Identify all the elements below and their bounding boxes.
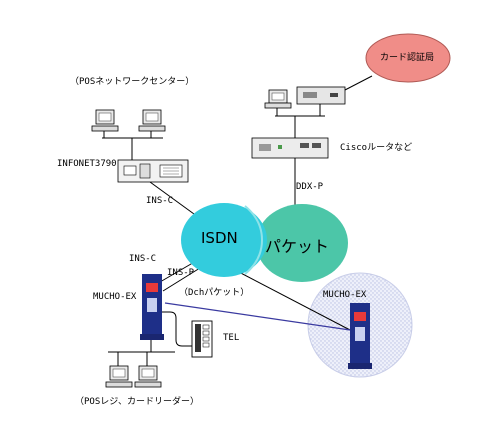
card-auth-bubble xyxy=(365,33,451,83)
register-pc-2 xyxy=(134,365,162,388)
pos-center-pc-1 xyxy=(91,109,119,132)
register-pc-1 xyxy=(105,365,133,388)
telephone-icon xyxy=(191,320,213,358)
mucho-right-label: MUCHO-EX xyxy=(323,290,367,300)
mucho-ex-left-device xyxy=(140,274,164,340)
ins-c-top-label: INS-C xyxy=(146,196,174,206)
dch-packet-line xyxy=(164,302,351,331)
ddx-p-label: DDX-P xyxy=(296,182,324,192)
ins-p-label: INS-P xyxy=(167,268,195,278)
mucho-left-label: MUCHO-EX xyxy=(93,292,137,302)
ins-c-left-label: INS-C xyxy=(129,254,157,264)
connection-lines xyxy=(102,75,373,366)
carrier-pc xyxy=(264,89,292,109)
cisco-router xyxy=(251,137,329,159)
isdn-network xyxy=(181,203,267,277)
tel-link xyxy=(160,311,192,347)
isdn-label: ISDN xyxy=(201,229,238,247)
mucho-ex-right-device xyxy=(348,303,372,369)
network-overlap-highlight xyxy=(244,205,264,275)
card-auth-line xyxy=(344,75,373,91)
auth-server xyxy=(296,86,346,105)
infonet-label: INFONET3790 xyxy=(57,159,117,169)
card-auth-label: カード認証局 xyxy=(380,53,435,63)
pos-center-pc-2 xyxy=(138,109,166,132)
cisco-router-label: Ciscoルータなど xyxy=(340,143,413,153)
infonet-device xyxy=(117,159,189,183)
packet-label: パケット xyxy=(265,237,330,256)
dch-packet-label: （Dchパケット） xyxy=(179,288,250,298)
pos-network-center-label: （POSネットワークセンター） xyxy=(70,77,195,87)
tel-label: TEL xyxy=(223,333,240,343)
isdn-remote-line xyxy=(234,269,351,331)
packet-network xyxy=(256,204,348,282)
pos-register-label: （POSレジ、カードリーダー） xyxy=(75,397,199,407)
